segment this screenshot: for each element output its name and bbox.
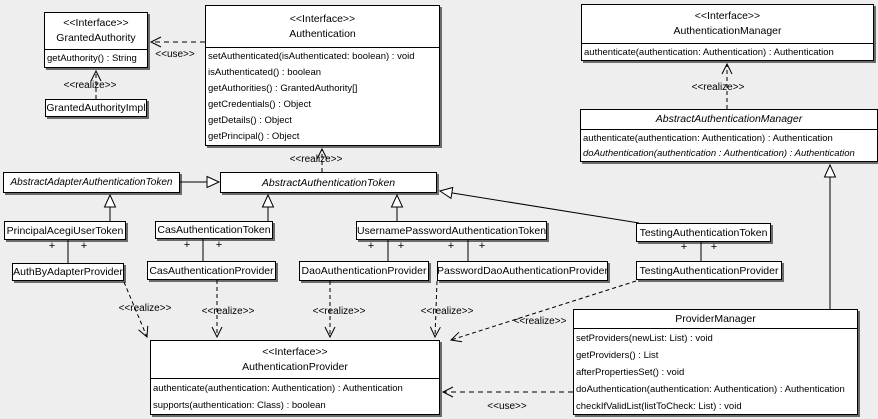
stereotype-label: <<Interface>> <box>694 10 761 22</box>
stereotype-label: <<Interface>> <box>262 345 328 358</box>
method: doAuthentication(authentication: Authent… <box>576 384 845 395</box>
class-box-cas-authentication-provider[interactable]: CasAuthenticationProvider <box>147 261 276 280</box>
methods-compartment: setAuthenticated(isAuthenticated: boolea… <box>206 47 439 145</box>
class-name: PasswordDaoAuthenticationProvider <box>437 265 608 277</box>
multiplicity-label: + <box>48 240 56 252</box>
edge-testingtoken-to-abstracttoken <box>438 186 640 224</box>
realize-label: <<realize>> <box>63 80 117 91</box>
class-name: UsernamePasswordAuthenticationToken <box>356 224 547 237</box>
class-name: CasAuthenticationToken <box>157 224 271 236</box>
stereotype-label: <<Interface>> <box>289 12 356 25</box>
class-box-granted-authority-impl[interactable]: GrantedAuthorityImpl <box>45 99 147 117</box>
method: getPrincipal() : Object <box>208 131 300 142</box>
method: authenticate(authentication: Authenticat… <box>153 383 403 394</box>
multiplicity-label: + <box>710 241 718 253</box>
methods-compartment: setProviders(newList: List) : void getPr… <box>574 328 857 415</box>
class-title: <<Interface>> AuthenticationManager <box>582 5 873 43</box>
realize-label: <<realize>> <box>289 154 343 165</box>
class-box-granted-authority[interactable]: <<Interface>> GrantedAuthority getAuthor… <box>44 12 148 68</box>
realize-label: <<realize>> <box>201 306 255 317</box>
class-name: AuthenticationProvider <box>242 360 348 373</box>
class-name: CasAuthenticationProvider <box>149 264 274 277</box>
class-box-authentication-manager[interactable]: <<Interface>> AuthenticationManager auth… <box>581 4 874 61</box>
method: isAuthenticated() : boolean <box>208 67 322 78</box>
class-name: DaoAuthenticationProvider <box>301 265 427 277</box>
class-name: TestingAuthenticationProvider <box>639 264 779 277</box>
class-box-username-password-authentication-token[interactable]: UsernamePasswordAuthenticationToken <box>356 221 547 240</box>
method: getDetails() : Object <box>208 115 292 126</box>
multiplicity-label: + <box>680 241 688 253</box>
realize-label: <<realize>> <box>118 303 172 314</box>
method: supports(authentication: Class) : boolea… <box>153 400 326 411</box>
class-title: <<Interface>> GrantedAuthority <box>45 13 147 49</box>
edge-authbyadapter-realize <box>123 281 149 339</box>
class-name: TestingAuthenticationToken <box>639 226 768 239</box>
method: authenticate(authentication: Authenticat… <box>584 47 834 58</box>
multiplicity-label: + <box>397 240 405 252</box>
class-box-auth-by-adapter-provider[interactable]: AuthByAdapterProvider <box>12 263 124 281</box>
realize-label: <<realize>> <box>691 82 745 93</box>
class-name: AbstractAuthenticationToken <box>261 176 396 189</box>
realize-label: <<realize>> <box>312 306 366 317</box>
class-box-authentication[interactable]: <<Interface>> Authentication setAuthenti… <box>205 5 440 146</box>
method: getCredentials() : Object <box>208 99 311 110</box>
class-box-principal-acegi-user-token[interactable]: PrincipalAcegiUserToken <box>4 221 126 240</box>
method-abstract: doAuthentication(authentication : Authen… <box>583 148 855 159</box>
use-label: <<use>> <box>155 49 195 60</box>
multiplicity-label: + <box>183 239 191 251</box>
class-name: PrincipalAcegiUserToken <box>6 224 124 237</box>
class-box-provider-manager[interactable]: ProviderManager setProviders(newList: Li… <box>573 309 858 415</box>
class-box-authentication-provider[interactable]: <<Interface>> AuthenticationProvider aut… <box>150 340 440 415</box>
class-box-cas-authentication-token[interactable]: CasAuthenticationToken <box>155 221 273 239</box>
method: getProviders() : List <box>576 350 659 361</box>
realize-label: <<realize>> <box>513 316 567 327</box>
edge-passworddao-realize <box>429 280 441 339</box>
class-box-abstract-authentication-token[interactable]: AbstractAuthenticationToken <box>220 172 437 193</box>
multiplicity-label: + <box>447 240 455 252</box>
class-box-testing-authentication-provider[interactable]: TestingAuthenticationProvider <box>636 261 782 280</box>
class-title: AbstractAuthenticationManager <box>581 110 877 129</box>
class-title: <<Interface>> AuthenticationProvider <box>151 341 439 378</box>
stereotype-label: <<Interface>> <box>63 17 129 29</box>
class-name: AbstractAdapterAuthenticationToken <box>10 177 173 188</box>
method: setAuthenticated(isAuthenticated: boolea… <box>208 51 415 62</box>
class-name: Authentication <box>289 27 356 40</box>
edge-testingprovider-realize <box>449 280 637 343</box>
use-label: <<use>> <box>487 401 527 412</box>
method: setProviders(newList: List) : void <box>576 333 713 344</box>
method: checkIfValidList(listToCheck: List) : vo… <box>576 401 742 412</box>
realize-edges <box>90 62 733 343</box>
multiplicity-label: + <box>367 240 375 252</box>
class-name: AbstractAuthenticationManager <box>655 113 803 125</box>
methods-compartment: authenticate(authentication: Authenticat… <box>151 378 439 414</box>
class-box-testing-authentication-token[interactable]: TestingAuthenticationToken <box>636 223 771 242</box>
class-name: AuthByAdapterProvider <box>13 266 123 278</box>
methods-compartment: authenticate(authentication: Authenticat… <box>581 129 877 161</box>
realize-label: <<realize>> <box>420 306 474 317</box>
association-edges <box>67 239 702 263</box>
class-box-abstract-authentication-manager[interactable]: AbstractAuthenticationManager authentica… <box>580 109 878 162</box>
methods-compartment: authenticate(authentication: Authenticat… <box>582 43 873 60</box>
class-box-password-dao-authentication-provider[interactable]: PasswordDaoAuthenticationProvider <box>437 261 608 281</box>
methods-compartment: getAuthority() : String <box>45 49 147 66</box>
method: getAuthorities() : GrantedAuthority[] <box>208 83 358 94</box>
multiplicity-label: + <box>478 240 486 252</box>
class-title: <<Interface>> Authentication <box>206 6 439 47</box>
method: authenticate(authentication: Authenticat… <box>583 133 833 144</box>
class-name: GrantedAuthority <box>56 32 136 44</box>
use-edges <box>149 36 573 398</box>
class-name: ProviderManager <box>675 312 756 325</box>
method: getAuthority() : String <box>47 53 137 64</box>
class-box-abstract-adapter-authentication-token[interactable]: AbstractAdapterAuthenticationToken <box>3 172 180 193</box>
class-box-dao-authentication-provider[interactable]: DaoAuthenticationProvider <box>299 261 429 281</box>
generalization-edges <box>103 163 837 309</box>
class-name: GrantedAuthorityImpl <box>46 102 146 114</box>
class-title: ProviderManager <box>574 310 857 328</box>
multiplicity-label: + <box>80 240 88 252</box>
method: afterPropertiesSet() : void <box>576 367 685 378</box>
class-name: AuthenticationManager <box>673 25 782 37</box>
multiplicity-label: + <box>215 239 223 251</box>
